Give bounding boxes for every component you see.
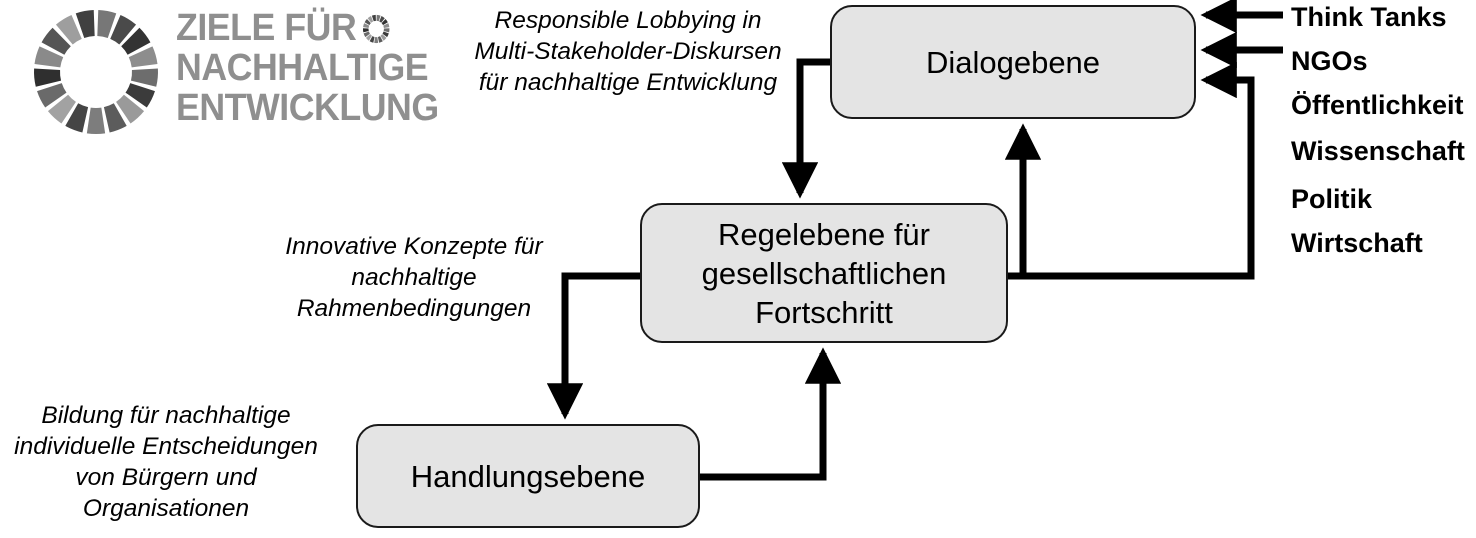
- stakeholder-label-1: Think Tanks: [1291, 2, 1447, 32]
- stakeholder-label-4: Wissenschaft: [1291, 136, 1465, 166]
- annotation-bildung: Bildung für nachhaltige individuelle Ent…: [14, 402, 318, 522]
- connector-dialog-to-regel: [781, 58, 830, 199]
- annotation-responsible-lobbying: Responsible Lobbying in Multi-Stakeholde…: [474, 7, 782, 96]
- connector-handlung-to-regel: [700, 347, 842, 481]
- stakeholder-label-2: NGOs: [1291, 46, 1368, 76]
- logo-line-2: NACHHALTIGE: [176, 47, 429, 89]
- logo-text: ZIELE FÜR NACHHALTIGE ENTWICKLUNG: [176, 8, 458, 128]
- sdg-wheel-icon: [34, 10, 158, 134]
- logo-line-3: ENTWICKLUNG: [176, 87, 439, 129]
- annotation-innovative-konzepte: Innovative Konzepte für nachhaltige Rahm…: [285, 233, 543, 322]
- stakeholder-label-3: Öffentlichkeit: [1291, 90, 1464, 120]
- connector-regel-to-dialog: [1004, 123, 1042, 280]
- sdg-wheel-small-icon: [362, 14, 390, 44]
- logo-line-1: ZIELE FÜR: [176, 8, 458, 48]
- node-dialogebene-label: Dialogebene: [925, 44, 1101, 80]
- sdg-logo: ZIELE FÜR NACHHALTIGE ENTWICKLUNG: [26, 4, 446, 134]
- stakeholder-label-5: Politik: [1291, 184, 1373, 214]
- connector-regel-to-handlung: [546, 272, 640, 420]
- node-regelebene-label: Regelebene für gesellschaftlichen Fortsc…: [701, 216, 947, 330]
- stakeholder-label-6: Wirtschaft: [1291, 228, 1423, 258]
- node-dialogebene[interactable]: Dialogebene: [830, 5, 1196, 119]
- logo-line-1-text: ZIELE FÜR: [176, 7, 357, 49]
- node-regelebene[interactable]: Regelebene für gesellschaftlichen Fortsc…: [640, 203, 1008, 343]
- node-handlungsebene[interactable]: Handlungsebene: [356, 424, 700, 528]
- node-handlungsebene-label: Handlungsebene: [410, 458, 646, 494]
